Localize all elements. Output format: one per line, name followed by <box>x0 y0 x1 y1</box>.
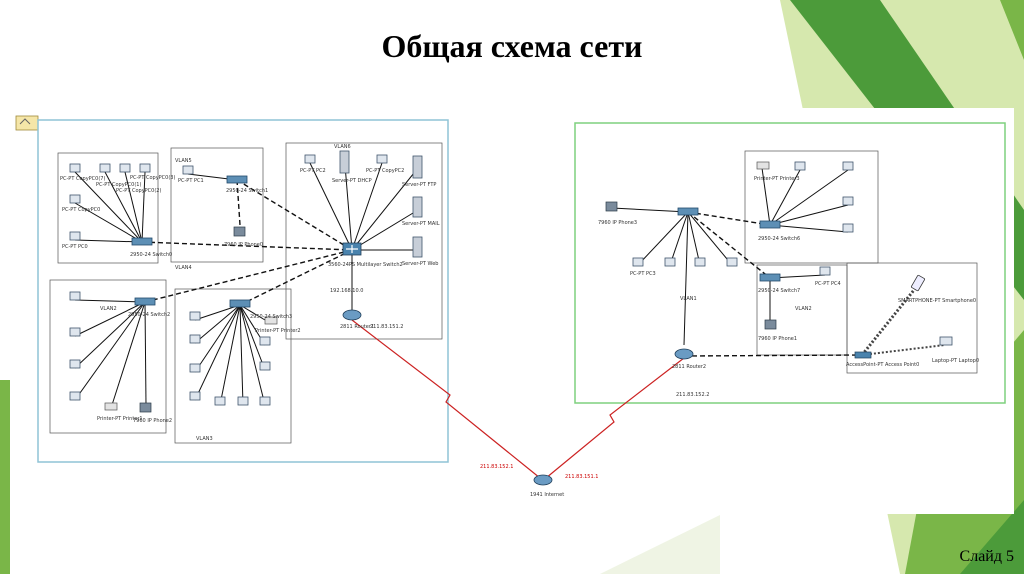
pc-copy0-label: PC-PT CopyPC0 <box>62 207 100 213</box>
copypc2-label: PC-PT CopyPC2 <box>366 168 404 174</box>
pc-group-top-left <box>57 152 159 264</box>
ipphone3-label: 7960 IP Phone3 <box>598 220 637 226</box>
laptop-label: Laptop-PT Laptop0 <box>932 358 979 364</box>
pc1-label: PC-PT PC1 <box>178 178 204 184</box>
vlan1-right-label: VLAN1 <box>680 296 697 302</box>
vlan3-left-label: VLAN3 <box>196 436 213 442</box>
right-network-frame <box>574 122 1006 404</box>
multilayer-switch-icon[interactable] <box>342 242 362 256</box>
net-ip-label: 192.168.10.0 <box>330 288 363 294</box>
access-point-icon[interactable] <box>854 351 872 359</box>
smartphone-label: SMARTPHONE-PT Smartphone0 <box>898 298 976 304</box>
internet-ip-right: 211.83.151.1 <box>565 474 598 480</box>
access-point-label: AccessPoint-PT Access Point0 <box>846 362 919 368</box>
mail-label: Server-PT MAIL <box>402 221 440 227</box>
wireless-link <box>860 284 920 356</box>
sw3-label: 2950-24 Switch3 <box>250 314 292 320</box>
note-icon[interactable] <box>15 115 39 131</box>
ipphone0-label: 7960 IP Phone0 <box>224 242 263 248</box>
pc-copy3-label: PC-PT CopyPC0(3) <box>130 175 175 181</box>
dhcp-label: Server-PT DHCP <box>332 178 372 184</box>
vlan3-right-group <box>744 150 879 264</box>
pc-copy7-label: PC-PT CopyPC0(7) <box>60 176 105 182</box>
trunk-links <box>141 179 863 357</box>
r2-ip-label: 211.83.152.2 <box>676 392 709 398</box>
printer3-label: Printer-PT Printer3 <box>754 176 800 182</box>
ipphone2-label: 7960 IP Phone2 <box>133 418 172 424</box>
wan-link-right <box>545 357 685 479</box>
router-icons[interactable] <box>342 309 694 486</box>
connection-lines <box>74 162 849 406</box>
pc3-label: PC-PT PC3 <box>630 271 656 277</box>
wireless-group <box>846 262 978 374</box>
ip-phone-icons[interactable] <box>139 201 777 413</box>
pc-copy1-label: PC-PT CopyPC0(1) <box>96 182 141 188</box>
vlan2-right-label: VLAN2 <box>795 306 812 312</box>
ms2-label: 3560-24PS Multilayer Switch2 <box>328 262 403 268</box>
ipphone1-label: 7960 IP Phone1 <box>758 336 797 342</box>
vlan3-left-group <box>174 288 292 444</box>
printer-icons[interactable] <box>104 161 770 411</box>
vlan2-left-group <box>49 279 167 434</box>
vlan4-label: VLAN4 <box>175 265 192 271</box>
sw6-label: 2950-24 Switch6 <box>758 236 800 242</box>
sw0-label: 2950-24 Switch0 <box>130 252 172 258</box>
wan-link-left <box>351 319 541 479</box>
r1-ip-label: 211.83.151.2 <box>370 324 403 330</box>
router1-label: 2811 Router1 <box>340 324 374 330</box>
pc4-label: PC-PT PC4 <box>815 281 841 287</box>
vlan5-group <box>170 147 264 263</box>
smartphone-icon[interactable] <box>911 274 925 292</box>
internet-ip-left: 211.83.152.1 <box>480 464 513 470</box>
printer2-label: Printer-PT Printer2 <box>255 328 301 334</box>
vlan2-left-label: VLAN2 <box>100 306 117 312</box>
printer1-label: Printer-PT Printer1 <box>97 416 143 422</box>
slide-title: Общая схема сети <box>381 28 643 64</box>
vlan5-label: VLAN5 <box>175 158 192 164</box>
pc2-label: PC-PT PC2 <box>300 168 326 174</box>
pc-icons[interactable] <box>69 154 953 406</box>
sw2-label: 2950-24 Switch2 <box>128 312 170 318</box>
pc-copy2-label: PC-PT CopyPC0(2) <box>116 188 161 194</box>
left-network-frame <box>37 119 449 463</box>
pc0-label: PC-PT PC0 <box>62 244 88 250</box>
web-label: Server-PT Web <box>402 261 438 267</box>
sw7-label: 2950-24 Switch7 <box>758 288 800 294</box>
vlan6-label: VLAN6 <box>334 144 351 150</box>
vlan6-group <box>285 142 443 340</box>
switch-icons[interactable] <box>131 175 781 308</box>
ftp-label: Server-PT FTP <box>402 182 436 188</box>
internet-label: 1941 Internet <box>530 492 564 498</box>
access-point-to-laptop-link <box>861 344 946 356</box>
router2-label: 2811 Router2 <box>672 364 706 370</box>
sw1-label: 2950-24 Switch1 <box>226 188 268 194</box>
slide-number: Слайд 5 <box>959 548 1014 565</box>
server-icons[interactable] <box>339 150 423 258</box>
